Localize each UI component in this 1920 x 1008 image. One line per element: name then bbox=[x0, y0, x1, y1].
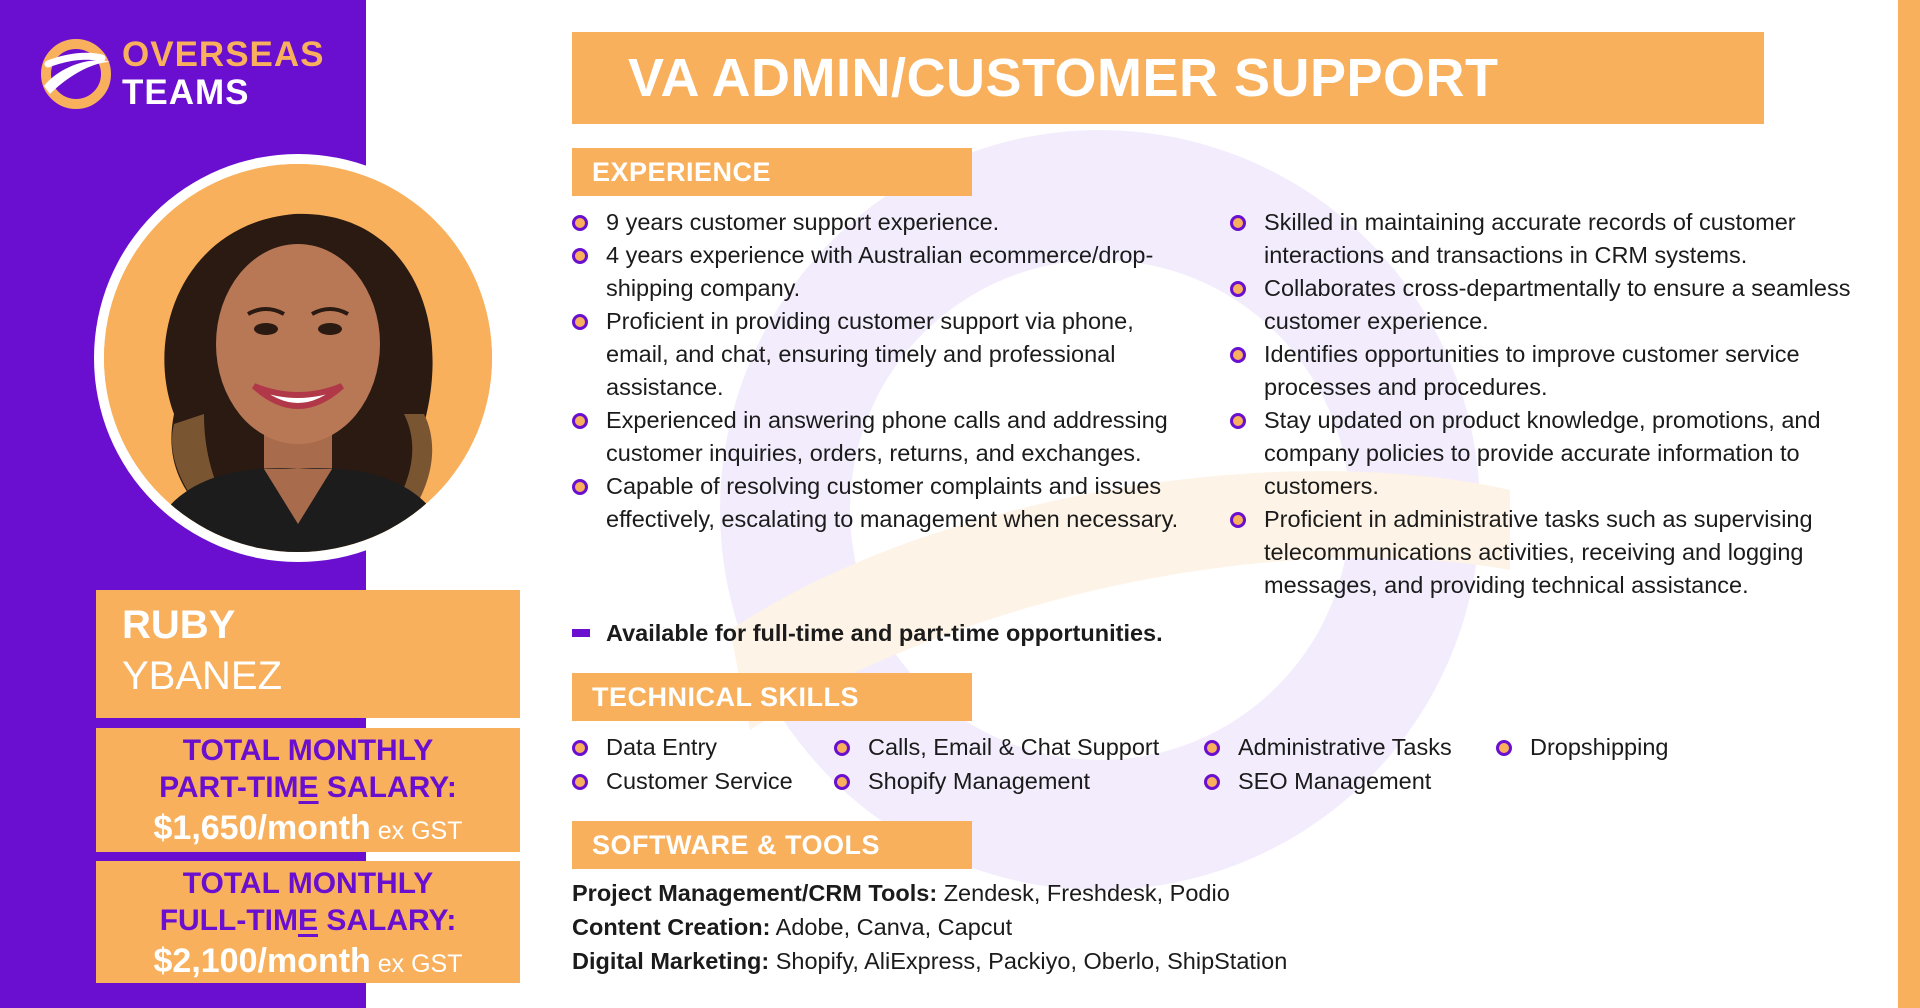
candidate-photo bbox=[104, 164, 492, 552]
list-item-text: Experienced in answering phone calls and… bbox=[606, 407, 1168, 466]
full-time-salary-label-2: FULL-TIME SALARY: bbox=[96, 902, 520, 939]
list-item: Skilled in maintaining accurate records … bbox=[1230, 206, 1870, 272]
list-item-text: Skilled in maintaining accurate records … bbox=[1264, 209, 1796, 268]
list-item-text: Proficient in administrative tasks such … bbox=[1264, 506, 1813, 598]
list-item: 4 years experience with Australian ecomm… bbox=[572, 239, 1202, 305]
part-time-salary-label-2: PART-TIME SALARY: bbox=[96, 769, 520, 806]
bullet-icon bbox=[572, 479, 588, 495]
list-item-text: 4 years experience with Australian ecomm… bbox=[606, 242, 1154, 301]
skill-item: Administrative Tasks bbox=[1204, 732, 1452, 762]
experience-list-right: Skilled in maintaining accurate records … bbox=[1230, 206, 1870, 602]
tools-row-value: Zendesk, Freshdesk, Podio bbox=[937, 880, 1230, 906]
candidate-first-name: RUBY bbox=[122, 603, 236, 647]
amount-suffix: ex GST bbox=[370, 950, 463, 978]
skill-text: Administrative Tasks bbox=[1238, 734, 1452, 760]
bullet-icon bbox=[834, 774, 850, 790]
tools-row: Digital Marketing: Shopify, AliExpress, … bbox=[572, 944, 1287, 978]
list-item: 9 years customer support experience. bbox=[572, 206, 1202, 239]
dash-icon bbox=[572, 629, 590, 637]
part-time-salary-card: TOTAL MONTHLY PART-TIME SALARY: $1,650/m… bbox=[96, 728, 520, 852]
amount-suffix: ex GST bbox=[370, 817, 463, 845]
skill-item: Data Entry bbox=[572, 732, 717, 762]
brand-line-2: TEAMS bbox=[122, 73, 250, 112]
list-item: Capable of resolving customer complaints… bbox=[572, 470, 1202, 536]
amount-value: $1,650/month bbox=[153, 809, 371, 847]
bullet-icon bbox=[1230, 347, 1246, 363]
candidate-last-name: YBANEZ bbox=[122, 654, 283, 698]
list-item: Identifies opportunities to improve cust… bbox=[1230, 338, 1870, 404]
brand-name: OVERSEAS TEAMS bbox=[122, 36, 325, 112]
brand-line-1: OVERSEAS bbox=[122, 35, 325, 74]
bullet-icon bbox=[572, 774, 588, 790]
candidate-name-card: RUBY YBANEZ bbox=[96, 590, 520, 718]
bullet-icon bbox=[834, 740, 850, 756]
bullet-icon bbox=[1230, 413, 1246, 429]
label-part: PART-TIM bbox=[159, 771, 299, 804]
bullet-icon bbox=[572, 215, 588, 231]
list-item-text: Capable of resolving customer complaints… bbox=[606, 473, 1179, 532]
skill-text: Calls, Email & Chat Support bbox=[868, 734, 1160, 760]
brand-logo: OVERSEAS TEAMS bbox=[40, 36, 325, 112]
list-item-text: Proficient in providing customer support… bbox=[606, 308, 1134, 400]
software-tools-heading: SOFTWARE & TOOLS bbox=[572, 821, 972, 869]
software-tools-list: Project Management/CRM Tools: Zendesk, F… bbox=[572, 876, 1287, 978]
bullet-icon bbox=[572, 314, 588, 330]
skill-text: Dropshipping bbox=[1530, 734, 1669, 760]
tools-row-label: Project Management/CRM Tools: bbox=[572, 880, 938, 906]
experience-list-left: 9 years customer support experience. 4 y… bbox=[572, 206, 1202, 536]
bullet-icon bbox=[1230, 215, 1246, 231]
list-item-text: Identifies opportunities to improve cust… bbox=[1264, 341, 1800, 400]
label-part: SALARY: bbox=[318, 771, 457, 804]
skill-text: SEO Management bbox=[1238, 768, 1432, 794]
full-time-salary-amount: $2,100/month ex GST bbox=[96, 939, 520, 986]
list-item: Stay updated on product knowledge, promo… bbox=[1230, 404, 1870, 503]
label-underlined: E bbox=[297, 904, 318, 937]
list-item: Proficient in providing customer support… bbox=[572, 305, 1202, 404]
label-part: SALARY: bbox=[317, 904, 457, 937]
label-part: FULL-TIM bbox=[159, 904, 298, 937]
page-title: VA ADMIN/CUSTOMER SUPPORT bbox=[572, 32, 1764, 124]
availability-text: Available for full-time and part-time op… bbox=[606, 620, 1163, 646]
amount-value: $2,100/month bbox=[153, 942, 371, 980]
tools-row: Content Creation: Adobe, Canva, Capcut bbox=[572, 910, 1287, 944]
technical-skills-heading: TECHNICAL SKILLS bbox=[572, 673, 972, 721]
skill-item: Dropshipping bbox=[1496, 732, 1668, 762]
bullet-icon bbox=[572, 248, 588, 264]
skill-item: Customer Service bbox=[572, 766, 793, 796]
bullet-icon bbox=[572, 413, 588, 429]
skill-item: Calls, Email & Chat Support bbox=[834, 732, 1159, 762]
skill-text: Customer Service bbox=[606, 768, 793, 794]
overseas-teams-logo-icon bbox=[41, 39, 111, 109]
bullet-icon bbox=[1230, 512, 1246, 528]
tools-row-value: Shopify, AliExpress, Packiyo, Oberlo, Sh… bbox=[769, 948, 1288, 974]
part-time-salary-label-1: TOTAL MONTHLY bbox=[182, 734, 434, 767]
bullet-icon bbox=[572, 740, 588, 756]
part-time-salary-amount: $1,650/month ex GST bbox=[96, 806, 520, 853]
tools-row: Project Management/CRM Tools: Zendesk, F… bbox=[572, 876, 1287, 910]
full-time-salary-card: TOTAL MONTHLY FULL-TIME SALARY: $2,100/m… bbox=[96, 861, 520, 983]
experience-heading: EXPERIENCE bbox=[572, 148, 972, 196]
tools-row-value: Adobe, Canva, Capcut bbox=[770, 914, 1013, 940]
list-item-text: Collaborates cross-departmentally to ens… bbox=[1264, 275, 1851, 334]
bullet-icon bbox=[1230, 281, 1246, 297]
full-time-salary-label-1: TOTAL MONTHLY bbox=[182, 867, 434, 900]
list-item-text: Stay updated on product knowledge, promo… bbox=[1264, 407, 1821, 499]
right-accent-strip bbox=[1898, 0, 1920, 1008]
tools-row-label: Content Creation: bbox=[572, 914, 771, 940]
availability-note: Available for full-time and part-time op… bbox=[572, 618, 1163, 648]
list-item: Experienced in answering phone calls and… bbox=[572, 404, 1202, 470]
skill-text: Data Entry bbox=[606, 734, 718, 760]
list-item: Collaborates cross-departmentally to ens… bbox=[1230, 272, 1870, 338]
list-item-text: 9 years customer support experience. bbox=[606, 209, 1000, 235]
skill-item: Shopify Management bbox=[834, 766, 1090, 796]
list-item: Proficient in administrative tasks such … bbox=[1230, 503, 1870, 602]
bullet-icon bbox=[1496, 740, 1512, 756]
skill-text: Shopify Management bbox=[868, 768, 1091, 794]
person-portrait-icon bbox=[104, 164, 492, 552]
bullet-icon bbox=[1204, 740, 1220, 756]
bullet-icon bbox=[1204, 774, 1220, 790]
tools-row-label: Digital Marketing: bbox=[572, 948, 770, 974]
label-underlined: E bbox=[298, 771, 319, 804]
skill-item: SEO Management bbox=[1204, 766, 1431, 796]
